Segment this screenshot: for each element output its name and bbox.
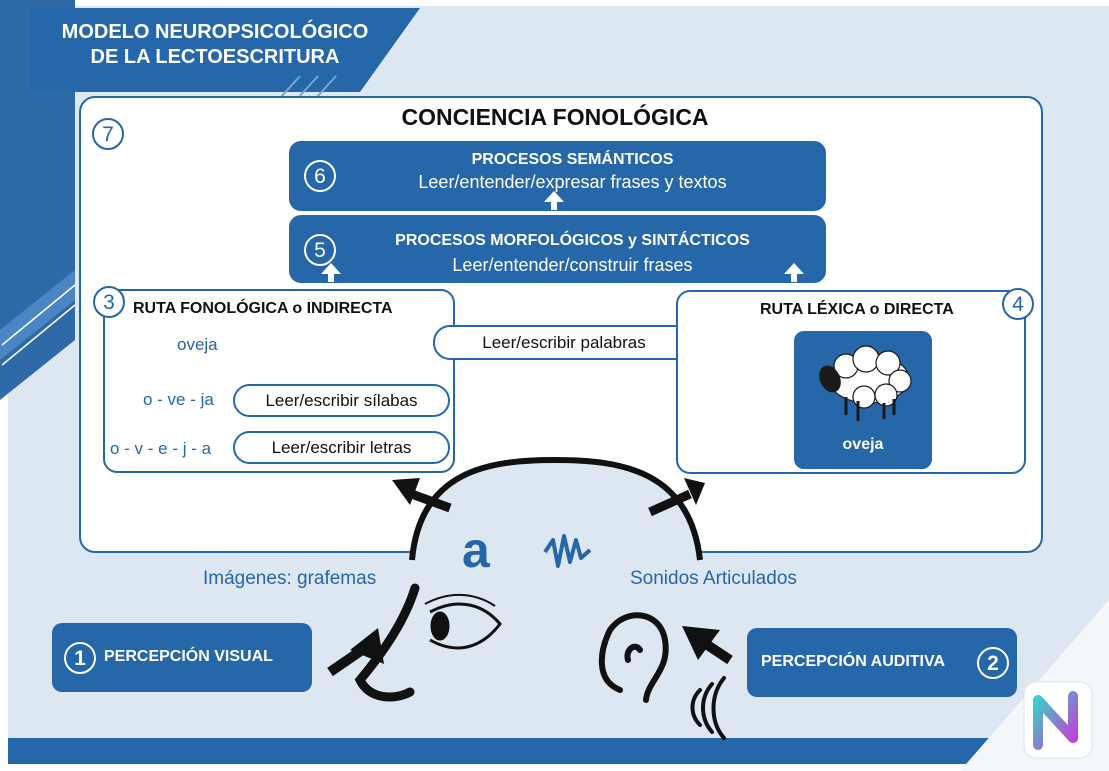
eye-icon [424,593,502,650]
words-label: Leer/escribir palabras [433,325,695,360]
letters-label: Leer/escribir letras [233,431,450,464]
morphosyntactic-processes-box: 5 PROCESOS MORFOLÓGICOS y SINTÁCTICOS Le… [289,215,826,283]
morpho-number: 5 [304,234,336,266]
panel-number: 7 [92,118,124,150]
sheep-icon [819,345,912,421]
ear-icon [598,612,669,703]
arrow-auditory [682,626,733,665]
auditory-perception-label: PERCEPCIÓN AUDITIVA [761,653,946,670]
brand-logo [1023,681,1093,759]
sheep-card: oveja [794,331,932,469]
lexical-route-title: RUTA LÉXICA o DIRECTA [760,301,954,318]
sound-waves-icon [690,676,726,740]
arrow-visual [327,628,384,677]
caption-auditory: Sonidos Articulados [630,568,797,589]
semantic-subtitle: Leer/entender/expresar frases y textos [418,172,727,192]
small-up-arrows [321,191,804,282]
auditory-perception-number: 2 [977,647,1009,679]
word-oveja: oveja [177,335,218,354]
letters-text: o - v - e - j - a [110,439,212,458]
page-title-line1: MODELO NEUROPSICOLÓGICO [61,21,369,43]
page-title-line2: DE LA LECTOESCRITURA [90,46,340,68]
arrow-to-lexical-route [648,478,705,517]
arrow-to-phonological-route [392,478,452,513]
page-title: MODELO NEUROPSICOLÓGICO DE LA LECTOESCRI… [30,20,400,70]
lexical-route-number: 4 [1002,288,1034,320]
panel-title: CONCIENCIA FONOLÓGICA [401,104,709,130]
visual-perception-label: PERCEPCIÓN VISUAL [104,648,273,665]
morpho-subtitle: Leer/entender/construir frases [452,255,693,275]
nose-icon [354,583,420,702]
letter-a: a [462,522,490,578]
soundwave-icon [543,534,592,568]
phonological-route-number: 3 [93,286,125,318]
caption-visual: Imágenes: grafemas [203,568,377,589]
syllables-label: Leer/escribir sílabas [233,384,450,417]
morpho-title: PROCESOS MORFOLÓGICOS y SINTÁCTICOS [395,232,750,249]
semantic-number: 6 [304,160,336,192]
visual-perception-number: 1 [64,642,96,674]
phonological-route-title: RUTA FONOLÓGICA o INDIRECTA [133,300,393,317]
sheep-card-label: oveja [842,436,884,453]
syllables-text: o - ve - ja [143,390,214,409]
semantic-title: PROCESOS SEMÁNTICOS [471,151,674,168]
visual-perception-box: 1 PERCEPCIÓN VISUAL [52,623,312,692]
auditory-perception-box: PERCEPCIÓN AUDITIVA 2 [747,628,1017,697]
